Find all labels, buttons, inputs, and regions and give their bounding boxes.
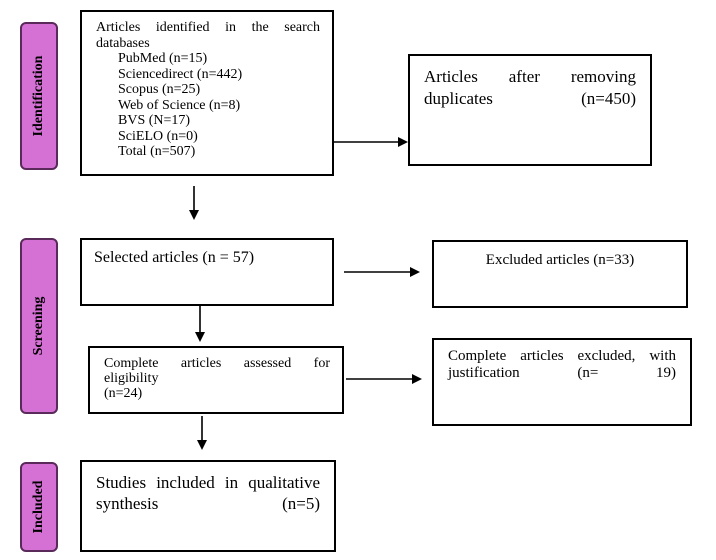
- identified-box: Articles identified in the search databa…: [80, 10, 334, 176]
- selected-box: Selected articles (n = 57): [80, 238, 334, 306]
- assessed-text: Complete articles assessed for eligibili…: [104, 356, 330, 386]
- assessed-count: (n=24): [104, 386, 143, 401]
- source-item: BVS (N=17): [118, 113, 191, 128]
- after-duplicates-text: Articles after removing duplicates (n=45…: [424, 67, 636, 108]
- source-item: Sciencedirect (n=442): [118, 66, 243, 82]
- source-list: PubMed (n=15) Sciencedirect (n=442) Scop…: [96, 51, 320, 160]
- assessed-box: Complete articles assessed for eligibili…: [88, 346, 344, 414]
- stage-identification: Identification: [20, 22, 58, 170]
- excluded-justified-text: Complete articles excluded, with justifi…: [448, 348, 676, 381]
- source-item: Total (n=507): [118, 144, 196, 159]
- selected-text: Selected articles (n = 57): [94, 249, 255, 266]
- source-item: Web of Science (n=8): [118, 97, 241, 113]
- stage-included: Included: [20, 462, 58, 552]
- excluded-box: Excluded articles (n=33): [432, 240, 688, 308]
- after-duplicates-box: Articles after removing duplicates (n=45…: [408, 54, 652, 166]
- excluded-justified-box: Complete articles excluded, with justifi…: [432, 338, 692, 426]
- included-text: Studies included in qualitative synthesi…: [96, 473, 320, 513]
- included-box: Studies included in qualitative synthesi…: [80, 460, 336, 552]
- excluded-text: Excluded articles (n=33): [485, 252, 635, 268]
- source-item: Scopus (n=25): [118, 82, 201, 97]
- identified-heading: Articles identified in the search databa…: [96, 20, 320, 51]
- stage-screening: Screening: [20, 238, 58, 414]
- source-item: SciELO (n=0): [118, 128, 198, 144]
- source-item: PubMed (n=15): [118, 51, 208, 66]
